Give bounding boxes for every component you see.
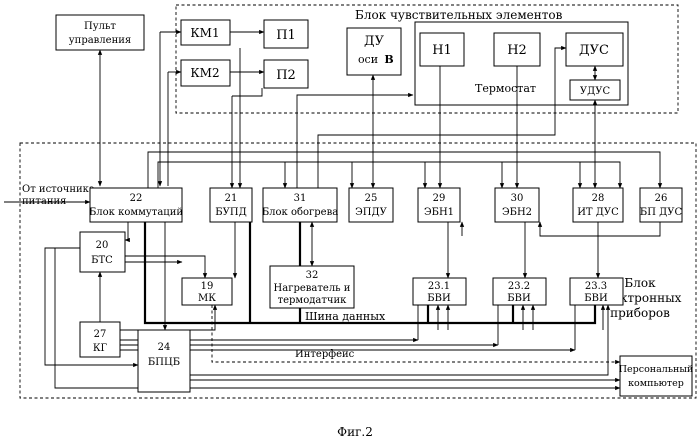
svg-text:Н2: Н2 xyxy=(507,43,527,58)
sensor-group-title: Блок чувствительных элементов xyxy=(355,8,563,22)
svg-text:Н1: Н1 xyxy=(432,43,452,58)
svg-text:23.2: 23.2 xyxy=(508,281,530,292)
block-pult: Пульт управления xyxy=(56,15,144,50)
svg-text:32: 32 xyxy=(306,270,319,281)
svg-text:31: 31 xyxy=(294,193,307,204)
svg-text:ЭБН2: ЭБН2 xyxy=(502,207,532,218)
block-25-epdu: 25 ЭПДУ xyxy=(349,188,393,222)
block-23-3-bvi: 23.3 БВИ xyxy=(570,278,623,305)
svg-text:оси: оси xyxy=(358,53,378,66)
svg-text:ДУ: ДУ xyxy=(364,34,385,49)
svg-text:БВИ: БВИ xyxy=(507,293,531,304)
svg-text:20: 20 xyxy=(96,240,109,251)
svg-text:28: 28 xyxy=(592,193,605,204)
block-21-bupd: 21 БУПД xyxy=(210,188,252,222)
svg-text:П1: П1 xyxy=(276,28,296,43)
svg-text:БТС: БТС xyxy=(91,255,113,266)
block-29-ebn1: 29 ЭБН1 xyxy=(418,188,460,222)
svg-text:управления: управления xyxy=(69,35,131,46)
svg-text:ДУС: ДУС xyxy=(579,43,609,58)
block-31-heating: 31 Блок обогрева xyxy=(262,188,338,222)
svg-text:Блок обогрева: Блок обогрева xyxy=(262,207,338,218)
block-22-switching: 22 Блок коммутаций xyxy=(89,188,183,222)
svg-text:22: 22 xyxy=(130,193,143,204)
svg-text:30: 30 xyxy=(511,193,524,204)
block-p1: П1 xyxy=(264,20,308,48)
svg-text:БВИ: БВИ xyxy=(584,293,608,304)
svg-text:Пульт: Пульт xyxy=(84,21,116,32)
block-n2: Н2 xyxy=(494,33,540,66)
svg-text:29: 29 xyxy=(433,193,446,204)
svg-text:ЭБН1: ЭБН1 xyxy=(424,207,454,218)
svg-text:БВИ: БВИ xyxy=(427,293,451,304)
block-23-2-bvi: 23.2 БВИ xyxy=(493,278,546,305)
block-20-bts: 20 БТС xyxy=(80,232,125,272)
svg-text:26: 26 xyxy=(655,193,668,204)
electronics-group-title-line1: Блок xyxy=(624,276,656,290)
block-24-bpcb: 24 БПЦБ xyxy=(138,330,190,392)
thermostat-label: Термостат xyxy=(475,82,536,95)
source-label-line2: питания xyxy=(22,196,66,207)
svg-text:19: 19 xyxy=(201,281,214,292)
block-19-mk: 19 МК xyxy=(182,278,232,305)
svg-text:25: 25 xyxy=(365,193,378,204)
block-km1: КМ1 xyxy=(181,20,230,45)
svg-text:Блок коммутаций: Блок коммутаций xyxy=(89,207,183,218)
svg-text:КГ: КГ xyxy=(93,343,108,354)
block-p2: П2 xyxy=(264,60,308,88)
electronics-group-title-line3: приборов xyxy=(610,306,670,320)
svg-text:23.1: 23.1 xyxy=(428,281,450,292)
svg-text:B: B xyxy=(384,53,393,66)
svg-text:21: 21 xyxy=(225,193,238,204)
svg-text:ЭПДУ: ЭПДУ xyxy=(355,207,388,218)
block-23-1-bvi: 23.1 БВИ xyxy=(413,278,466,305)
block-28-it-dus: 28 ИТ ДУС xyxy=(573,188,623,222)
block-32-heater-sensor: 32 Нагреватель и термодатчик xyxy=(270,266,354,308)
svg-text:термодатчик: термодатчик xyxy=(278,295,348,306)
block-27-kg: 27 КГ xyxy=(80,322,120,357)
block-km2: КМ2 xyxy=(181,60,230,86)
svg-text:компьютер: компьютер xyxy=(628,378,684,389)
svg-text:ИТ ДУС: ИТ ДУС xyxy=(577,207,619,218)
svg-text:БУПД: БУПД xyxy=(215,207,246,218)
svg-text:Нагреватель и: Нагреватель и xyxy=(274,283,351,294)
source-label-line1: От источника xyxy=(22,184,95,195)
svg-text:КМ1: КМ1 xyxy=(190,26,219,40)
svg-text:24: 24 xyxy=(158,342,171,353)
svg-text:МК: МК xyxy=(198,293,216,304)
block-dus: ДУС xyxy=(566,33,623,66)
svg-text:П2: П2 xyxy=(276,68,296,83)
svg-text:КМ2: КМ2 xyxy=(190,66,219,80)
block-26-bp-dus: 26 БП ДУС xyxy=(640,188,683,222)
figure-caption: Фиг.2 xyxy=(337,425,373,439)
svg-text:БПЦБ: БПЦБ xyxy=(148,357,180,368)
block-n1: Н1 xyxy=(420,33,464,66)
block-du-axis-b: ДУ оси B xyxy=(347,28,401,75)
data-bus-label: Шина данных xyxy=(305,310,386,323)
interface-label: Интерфейс xyxy=(295,349,355,360)
svg-text:БП ДУС: БП ДУС xyxy=(640,207,683,218)
svg-text:27: 27 xyxy=(94,329,107,340)
block-30-ebn2: 30 ЭБН2 xyxy=(495,188,539,222)
svg-text:23.3: 23.3 xyxy=(585,281,607,292)
block-personal-computer: Персональный компьютер xyxy=(619,356,693,396)
svg-text:Персональный: Персональный xyxy=(619,364,693,375)
svg-text:УДУС: УДУС xyxy=(580,86,611,97)
block-udus: УДУС xyxy=(570,80,620,100)
